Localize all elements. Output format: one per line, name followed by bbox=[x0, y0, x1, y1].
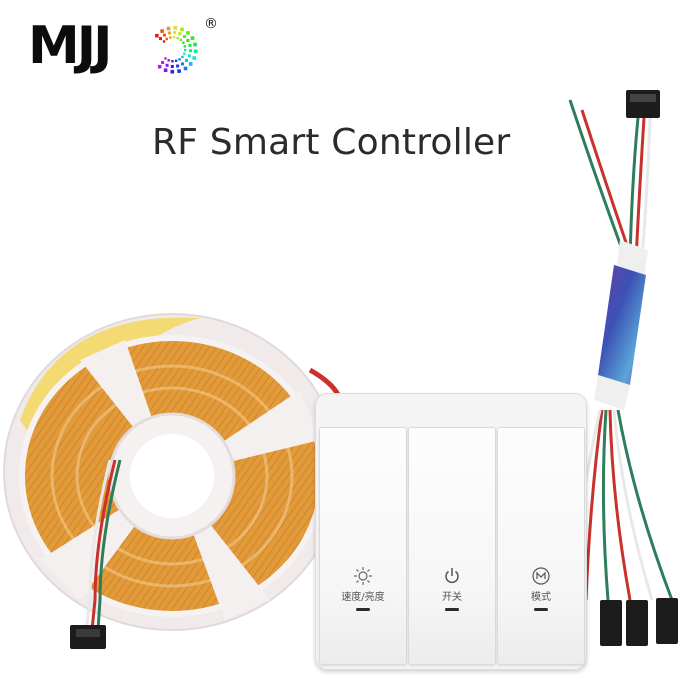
logo-dot bbox=[193, 49, 198, 54]
logo-dot bbox=[189, 49, 192, 53]
rocker-label: 速度/亮度 bbox=[341, 592, 385, 603]
headline: RF Smart Controller bbox=[152, 122, 511, 163]
logo-dot bbox=[182, 41, 185, 44]
registered-mark: ® bbox=[204, 16, 218, 32]
logo-dot bbox=[181, 62, 184, 66]
wireless-switch-panel: 速度/亮度 开关 模式 bbox=[315, 393, 587, 670]
logo-dot bbox=[181, 55, 184, 59]
logo-dot bbox=[183, 45, 186, 48]
logo-dot bbox=[173, 31, 177, 34]
indicator-led bbox=[445, 608, 459, 611]
logo-dot bbox=[173, 26, 178, 30]
logo-dot bbox=[178, 58, 181, 61]
logo-dot bbox=[166, 26, 171, 31]
logo-dot bbox=[163, 33, 166, 37]
logo-wordmark: MJJ bbox=[28, 16, 112, 76]
logo-dot bbox=[169, 36, 172, 39]
logo-dot bbox=[170, 69, 175, 74]
mode-m-icon bbox=[532, 567, 550, 585]
rocker-power[interactable]: 开关 bbox=[408, 427, 496, 665]
logo-dot bbox=[182, 35, 186, 38]
logo-dot bbox=[186, 31, 190, 35]
logo-dot bbox=[177, 69, 181, 73]
logo-dot bbox=[188, 43, 192, 47]
indicator-led bbox=[356, 608, 370, 611]
rf-controller-module bbox=[560, 90, 678, 646]
rocker-mode[interactable]: 模式 bbox=[497, 427, 585, 665]
brand-logo: MJJ ® bbox=[28, 12, 228, 82]
logo-dot bbox=[190, 36, 195, 40]
logo-dot bbox=[184, 48, 187, 52]
logo-dot bbox=[193, 42, 197, 47]
logo-dot bbox=[167, 59, 170, 62]
rocker-speed-brightness[interactable]: 速度/亮度 bbox=[319, 427, 407, 665]
logo-dot bbox=[176, 36, 179, 40]
logo-dot bbox=[176, 64, 180, 68]
led-strip-reel bbox=[3, 313, 344, 649]
logo-rainbow-c-icon bbox=[155, 26, 198, 74]
logo-dot bbox=[155, 33, 159, 38]
logo-dot bbox=[178, 32, 182, 36]
logo-dot bbox=[165, 37, 168, 41]
logo-dot bbox=[157, 64, 162, 69]
logo-dot bbox=[162, 40, 166, 43]
logo-dot bbox=[188, 62, 193, 66]
logo-dot bbox=[174, 59, 178, 62]
rocker-label: 模式 bbox=[531, 592, 551, 603]
logo-dot bbox=[163, 68, 168, 72]
logo-dot bbox=[183, 66, 188, 71]
logo-dot bbox=[171, 60, 174, 63]
power-icon bbox=[445, 568, 459, 584]
logo-dot bbox=[186, 39, 190, 42]
logo-dot bbox=[187, 54, 191, 58]
logo-dot bbox=[165, 63, 169, 67]
indicator-led bbox=[534, 608, 548, 611]
sun-brightness-icon bbox=[354, 567, 372, 585]
rocker-label: 开关 bbox=[442, 592, 462, 603]
logo-dot bbox=[183, 52, 186, 55]
logo-dot bbox=[164, 57, 167, 60]
logo-dot bbox=[161, 61, 165, 64]
logo-dot bbox=[170, 65, 174, 68]
logo-dot bbox=[192, 56, 196, 60]
logo-dot bbox=[179, 38, 183, 42]
logo-dot bbox=[180, 27, 184, 32]
logo-dot bbox=[185, 58, 188, 62]
logo-dot bbox=[159, 37, 162, 41]
logo-dot bbox=[160, 29, 164, 33]
logo-dot bbox=[167, 31, 171, 35]
logo-dot bbox=[172, 36, 176, 39]
